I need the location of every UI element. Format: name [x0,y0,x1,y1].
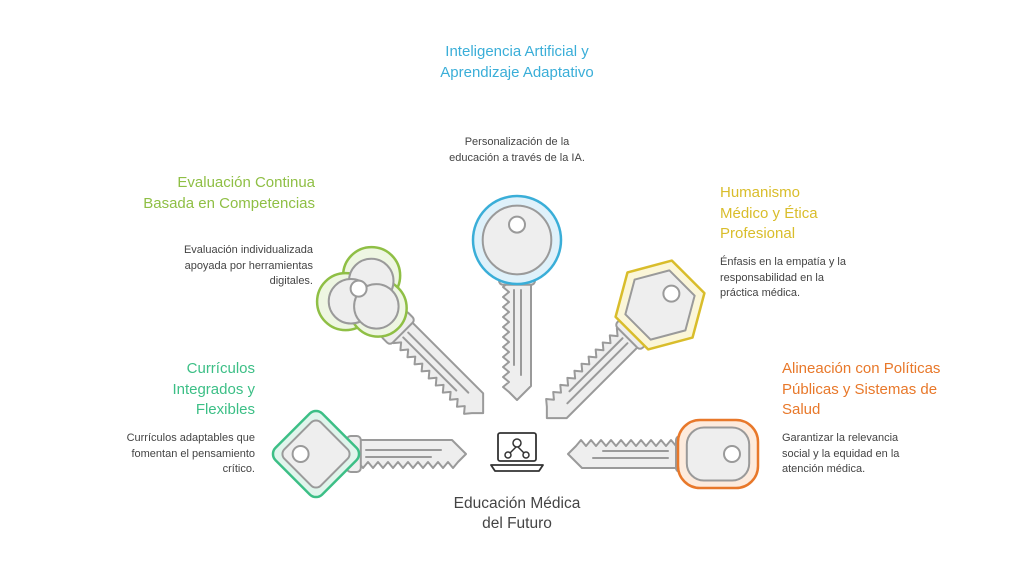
key-blade [545,315,650,420]
laptop-network-icon [490,432,544,472]
key-hole [349,279,368,298]
humanism-key-icon [545,259,706,420]
key-blade [380,310,485,415]
key-hole [723,445,741,463]
humanism-description: Énfasis en la empatía y la responsabilid… [720,256,846,299]
key-groove [407,331,470,394]
key-groove [402,336,458,392]
curricula-description: Currículos adaptables que fomentan el pe… [126,432,255,475]
ai-description: Personalización de la educación a través… [449,136,585,164]
humanism-title: Humanismo Médico y Ética Profesional [720,184,818,242]
policy-key-icon [567,418,760,490]
center-label-line2: del Futuro [482,515,552,532]
ai-key-icon [471,194,563,401]
key-head-inner [327,257,400,330]
key-blade [567,439,689,469]
center-label-line1: Educación Médica [453,495,581,512]
key-blade [345,439,467,469]
key-hole [291,445,310,463]
key-hole [662,284,681,303]
key-head-inner [481,204,553,276]
key-blade [502,269,532,401]
key-head-inner [281,419,351,489]
evaluation-key-icon [315,245,485,415]
key-head-inner [685,426,751,482]
curricula-title: Currículos Integrados y Flexibles [172,360,255,418]
curricula-key-icon [271,409,467,499]
evaluation-title: Evaluación Continua Basada en Competenci… [143,174,315,212]
evaluation-description: Evaluación individualizada apoyada por h… [183,244,313,287]
center-label: Educación Médica del Futuro [417,494,617,534]
ai-title: Inteligencia Artificial y Aprendizaje Ad… [440,43,594,81]
key-hole [508,215,526,234]
key-groove [568,337,624,393]
policy-title: Alineación con Políticas Públicas y Sist… [782,360,941,418]
key-groove [566,342,629,405]
policy-description: Garantizar la relevancia social y la equ… [782,432,900,475]
